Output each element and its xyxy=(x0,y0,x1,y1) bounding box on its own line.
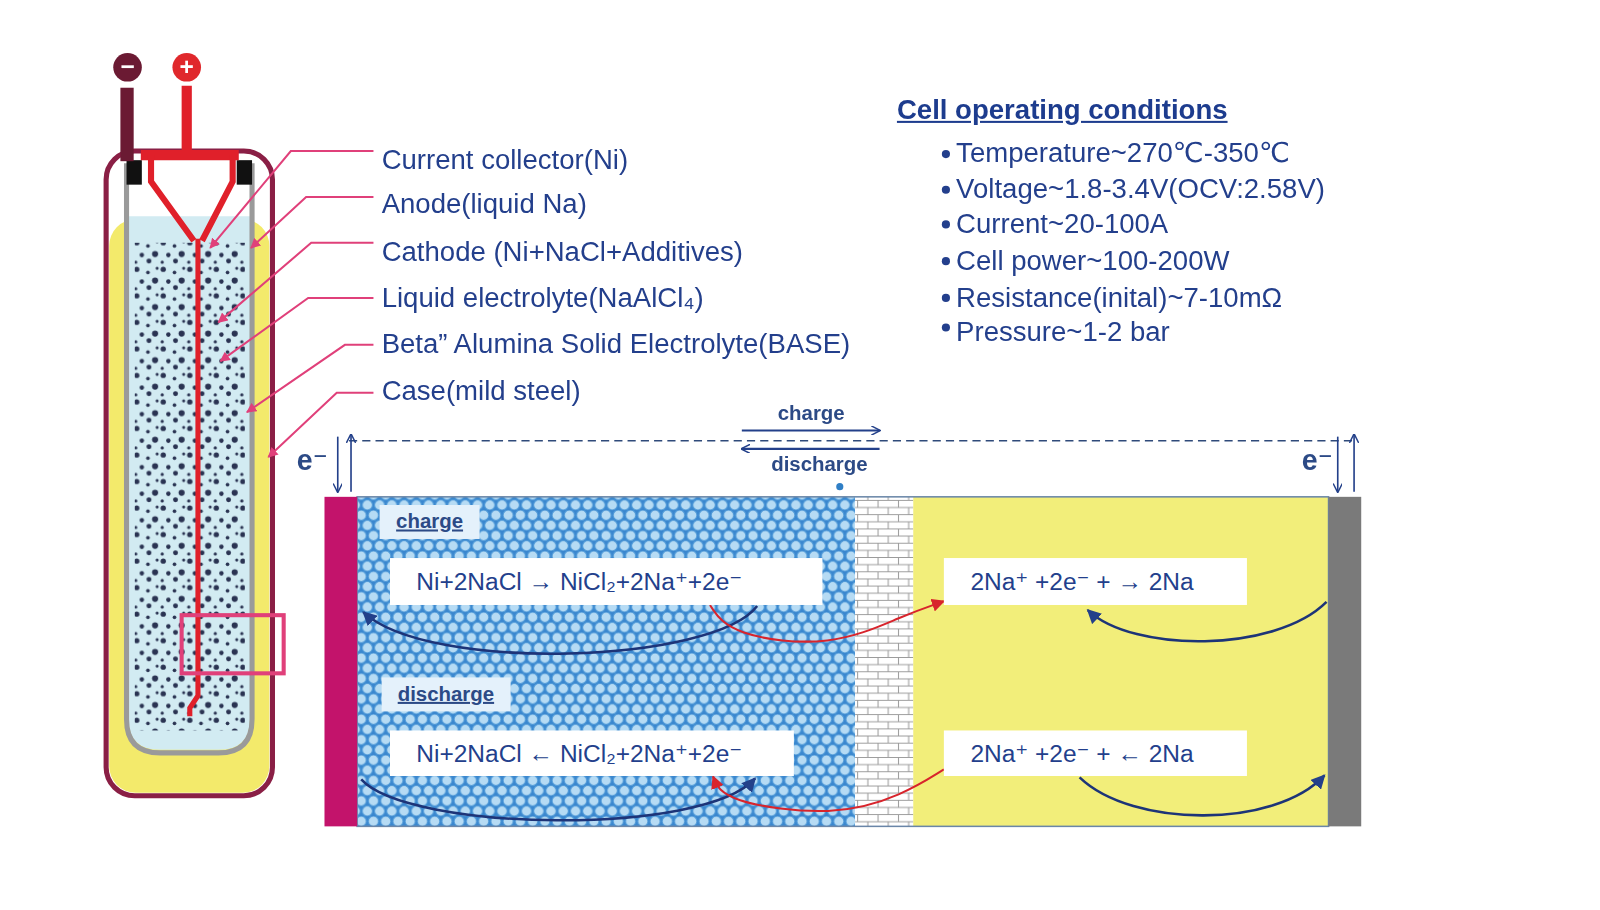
leader-line xyxy=(247,345,374,412)
condition-item: Temperature~270℃-350℃ xyxy=(956,137,1290,169)
seal xyxy=(237,160,252,184)
condition-item: Cell power~100-200W xyxy=(956,245,1229,277)
leader-lines xyxy=(210,151,373,457)
electron-flow-arrow xyxy=(361,778,755,820)
electron-flow xyxy=(361,602,1326,820)
direction-label: charge xyxy=(778,401,845,424)
anode-sodium xyxy=(109,219,269,792)
node-text: 2Na⁺ +2e⁻ + → 2Na xyxy=(970,567,1193,595)
case-outline xyxy=(106,151,272,796)
condition-item: Pressure~1-2 bar xyxy=(956,317,1170,349)
section-heading: Cell operating conditions xyxy=(897,94,1228,126)
electrolyte-fill xyxy=(129,216,250,750)
bullet xyxy=(942,257,950,265)
leader-line xyxy=(218,243,373,323)
base-separator xyxy=(855,497,913,827)
seal xyxy=(127,160,142,184)
negative-collector xyxy=(1329,497,1362,827)
electron-arrow xyxy=(1353,435,1355,492)
node-text: Ni+2NaCl ← NiCl₂+2Na⁺+2e⁻ xyxy=(416,739,742,767)
negative-terminal xyxy=(120,88,133,161)
positive-terminal xyxy=(141,86,239,155)
reaction-box: 2Na⁺ +2e⁻ + ← 2Na xyxy=(944,730,1247,776)
terminal-sign: − xyxy=(120,52,134,80)
electron-flow-arrow xyxy=(1080,775,1325,815)
detail-box xyxy=(182,615,284,673)
direction-label: discharge xyxy=(771,452,867,475)
node-text: Ni+2NaCl → NiCl₂+2Na⁺+2e⁻ xyxy=(416,567,742,595)
terminal-sign: + xyxy=(180,52,194,80)
bullet xyxy=(942,186,950,194)
condition-item: Voltage~1.8-3.4V(OCV:2.58V) xyxy=(956,174,1325,206)
part-label: Cathode (Ni+NaCl+Additives) xyxy=(382,236,743,268)
electron-label: e⁻ xyxy=(1302,445,1333,478)
cathode-region xyxy=(357,497,855,827)
bullet xyxy=(942,294,950,302)
reaction-box: 2Na⁺ +2e⁻ + → 2Na xyxy=(944,558,1247,605)
electron-arrow xyxy=(350,435,352,492)
electron-flow-arrow xyxy=(363,606,757,654)
electron-arrow xyxy=(337,437,339,492)
cathode-granules xyxy=(135,243,245,731)
terminal-circle xyxy=(113,53,142,82)
node-text: 2Na⁺ +2e⁻ + ← 2Na xyxy=(970,739,1193,767)
base-tube xyxy=(127,163,253,753)
electron-arrow xyxy=(1337,437,1339,492)
ion-flow-arrow xyxy=(710,601,944,641)
condition-item: Current~20-100A xyxy=(956,209,1168,241)
bullets xyxy=(942,150,950,332)
part-label: Anode(liquid Na) xyxy=(382,188,587,220)
node-text: discharge xyxy=(398,683,494,706)
charge-arrow xyxy=(742,430,880,432)
external-circuit xyxy=(349,440,1357,442)
leader-line xyxy=(251,197,373,248)
condition-item: Resistance(inital)~7-10mΩ xyxy=(956,282,1282,314)
terminal-circle xyxy=(172,53,201,82)
part-label: Case(mild steel) xyxy=(382,376,581,408)
part-label: Liquid electrolyte(NaAlCl₄) xyxy=(382,282,704,314)
discharge-arrow xyxy=(742,448,880,450)
reaction-box: Ni+2NaCl ← NiCl₂+2Na⁺+2e⁻ xyxy=(390,730,794,776)
part-label: Beta” Alumina Solid Electrolyte(BASE) xyxy=(382,329,851,361)
bullet xyxy=(942,220,950,228)
current-collector xyxy=(151,155,233,241)
electron-arrows xyxy=(338,435,1354,492)
electron-flow-arrow xyxy=(1088,602,1327,641)
leader-line xyxy=(220,298,373,361)
section-tag: discharge xyxy=(382,677,511,711)
bullet xyxy=(942,150,950,158)
part-label: Current collector(Ni) xyxy=(382,144,628,176)
bullet xyxy=(942,323,950,331)
node-text: charge xyxy=(396,510,463,533)
cell-outline xyxy=(357,497,1328,827)
leader-line xyxy=(210,151,373,248)
reaction-box: Ni+2NaCl → NiCl₂+2Na⁺+2e⁻ xyxy=(390,558,823,605)
section-tag: charge xyxy=(380,505,480,539)
electron-label: e⁻ xyxy=(297,445,328,478)
positive-collector xyxy=(324,497,357,827)
dot xyxy=(836,483,843,490)
current-collector-rod xyxy=(190,239,198,716)
anode-region xyxy=(913,497,1328,827)
